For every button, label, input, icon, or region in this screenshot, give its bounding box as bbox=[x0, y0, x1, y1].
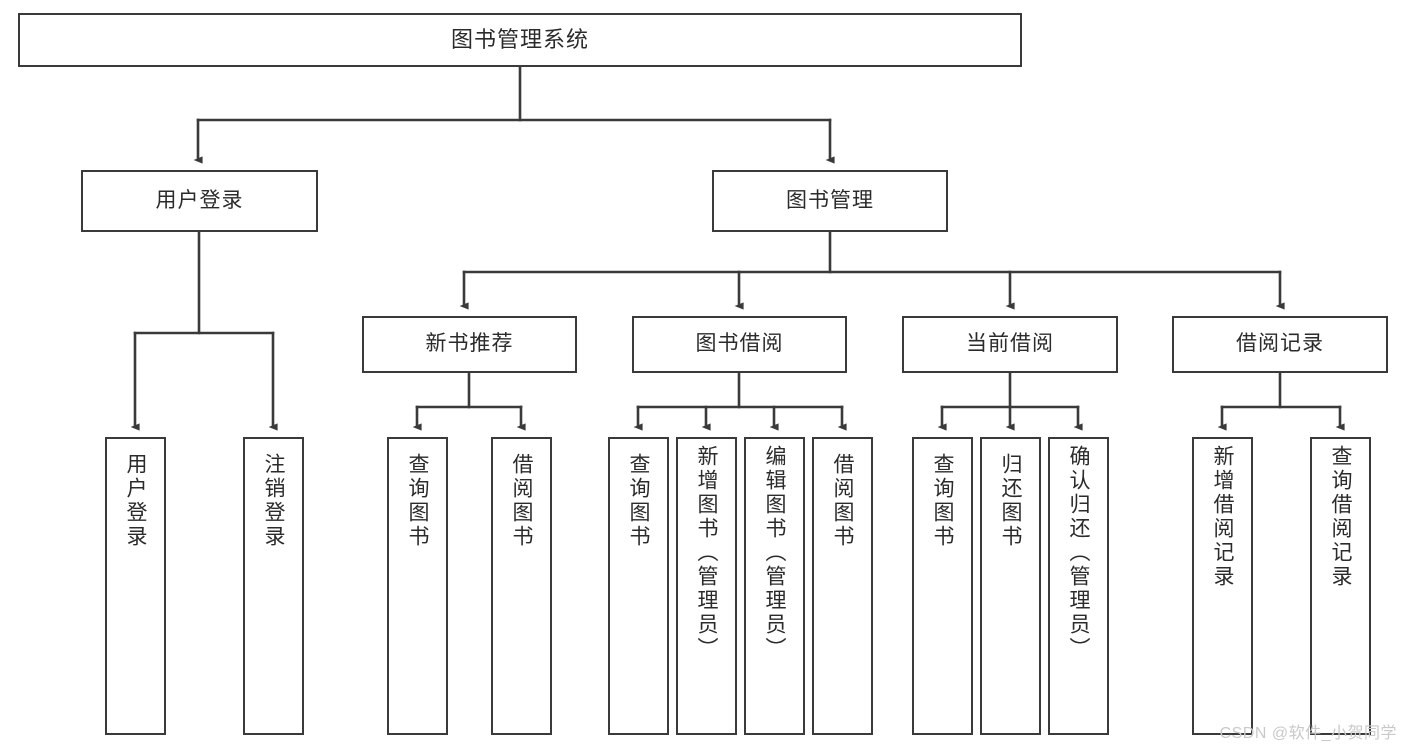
node-label: 借阅记录 bbox=[1236, 332, 1324, 356]
node-label: 图书管理系统 bbox=[450, 27, 589, 53]
node-label: 新书推荐 bbox=[425, 332, 514, 356]
node-book-management[interactable]: 图书管理 bbox=[712, 170, 948, 232]
node-label: 图书借阅 bbox=[695, 332, 784, 356]
node-label: 借阅图书 bbox=[510, 453, 533, 549]
node-label: 注销登录 bbox=[262, 453, 285, 549]
node-new-book-recommend[interactable]: 新书推荐 bbox=[362, 316, 577, 373]
node-label: 用户登录 bbox=[155, 188, 244, 212]
node-label: 图书管理 bbox=[786, 188, 874, 212]
leaf-user-login[interactable]: 用户登录 bbox=[105, 437, 166, 735]
leaf-borrow-book-recommend[interactable]: 借阅图书 bbox=[491, 437, 552, 735]
leaf-query-borrow-record[interactable]: 查询借阅记录 bbox=[1310, 437, 1371, 735]
node-label: 查询图书 bbox=[406, 453, 429, 549]
node-label: 编辑图书（管理员） bbox=[763, 445, 786, 661]
leaf-borrow-book[interactable]: 借阅图书 bbox=[812, 437, 873, 735]
leaf-query-book-recommend[interactable]: 查询图书 bbox=[387, 437, 448, 735]
leaf-return-book[interactable]: 归还图书 bbox=[980, 437, 1041, 735]
node-label: 查询借阅记录 bbox=[1329, 445, 1352, 589]
node-label: 查询图书 bbox=[627, 453, 650, 549]
leaf-query-book-current[interactable]: 查询图书 bbox=[912, 437, 973, 735]
leaf-confirm-return[interactable]: 确认归还（管理员） bbox=[1048, 437, 1109, 735]
node-user-login[interactable]: 用户登录 bbox=[81, 170, 318, 232]
node-label: 借阅图书 bbox=[831, 453, 854, 549]
leaf-logout-login[interactable]: 注销登录 bbox=[243, 437, 304, 735]
leaf-add-borrow-record[interactable]: 新增借阅记录 bbox=[1192, 437, 1253, 735]
watermark-text: CSDN @软件_小贺同学 bbox=[1219, 725, 1397, 742]
node-label: 新增图书（管理员） bbox=[695, 445, 718, 661]
node-book-borrow[interactable]: 图书借阅 bbox=[632, 316, 847, 373]
node-label: 归还图书 bbox=[999, 453, 1022, 549]
node-current-borrow[interactable]: 当前借阅 bbox=[902, 316, 1118, 373]
leaf-query-book-borrow[interactable]: 查询图书 bbox=[608, 437, 669, 735]
node-label: 查询图书 bbox=[931, 453, 954, 549]
node-root-system[interactable]: 图书管理系统 bbox=[18, 13, 1022, 67]
node-label: 确认归还（管理员） bbox=[1067, 445, 1090, 661]
node-label: 用户登录 bbox=[124, 453, 147, 549]
node-label: 新增借阅记录 bbox=[1211, 445, 1234, 589]
node-borrow-record[interactable]: 借阅记录 bbox=[1172, 316, 1388, 373]
leaf-add-book[interactable]: 新增图书（管理员） bbox=[676, 437, 737, 735]
leaf-edit-book[interactable]: 编辑图书（管理员） bbox=[744, 437, 805, 735]
node-label: 当前借阅 bbox=[966, 332, 1054, 356]
